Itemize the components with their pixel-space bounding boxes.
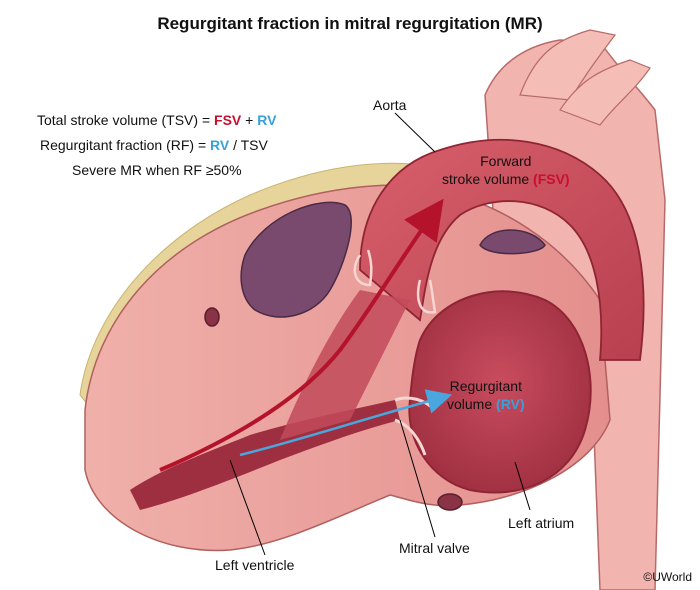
leader-left-atrium	[514, 461, 531, 511]
pulmonary-artery	[479, 229, 546, 255]
formula-tsv-prefix: Total stroke volume (TSV) =	[37, 112, 215, 128]
diagram-title: Regurgitant fraction in mitral regurgita…	[157, 14, 543, 33]
label-forward-line2-prefix: stroke volume	[442, 171, 534, 187]
aortic-valve-leaflet-2	[416, 279, 437, 314]
label-regurgitant-line1: Regurgitant	[449, 378, 522, 394]
coronary-vessel-left	[204, 307, 220, 327]
lv-cavity	[130, 400, 400, 510]
vessel-branch-2	[559, 59, 651, 126]
aorta	[359, 138, 645, 361]
right-ventricle	[240, 201, 352, 318]
label-regurgitant-volume: Regurgitant volume (RV)	[447, 377, 525, 413]
label-forward-fsv: (FSV)	[533, 171, 570, 187]
label-aorta: Aorta	[373, 97, 407, 113]
formula-tsv: Total stroke volume (TSV) = FSV + RV	[37, 112, 276, 128]
formula-tsv-rv: RV	[257, 112, 277, 128]
label-left-atrium: Left atrium	[508, 515, 575, 531]
coronary-vessel-bottom	[437, 493, 463, 511]
formula-tsv-plus: +	[241, 112, 258, 128]
leader-left-ventricle	[229, 459, 266, 556]
lv-outflow	[280, 290, 410, 440]
formula-rf-rv: RV	[210, 137, 230, 153]
regurgitant-flow-arrow	[239, 389, 453, 457]
label-mitral-valve: Mitral valve	[399, 540, 470, 556]
formula-rf: Regurgitant fraction (RF) = RV / TSV	[40, 137, 268, 153]
formula-tsv-fsv: FSV	[214, 112, 242, 128]
leader-aorta	[394, 112, 436, 153]
left-atrium	[408, 290, 592, 494]
leader-mitral-valve	[399, 419, 436, 538]
label-forward-line2: stroke volume (FSV)	[442, 170, 570, 188]
label-forward-stroke-volume: Forward stroke volume (FSV)	[442, 152, 570, 188]
label-regurgitant-line2: volume (RV)	[447, 395, 525, 413]
label-regurgitant-line2-prefix: volume	[447, 396, 497, 412]
copyright-notice: ©UWorld	[643, 570, 692, 584]
formula-severe: Severe MR when RF ≥50%	[72, 162, 242, 178]
forward-flow-arrow	[159, 198, 444, 472]
label-forward-line1: Forward	[480, 153, 532, 169]
vessel-branch-1	[519, 29, 617, 101]
label-left-ventricle: Left ventricle	[215, 557, 295, 573]
formula-rf-suffix: / TSV	[229, 137, 268, 153]
aortic-valve-leaflet-1	[353, 249, 373, 287]
formula-rf-prefix: Regurgitant fraction (RF) =	[40, 137, 211, 153]
label-regurgitant-rv: (RV)	[496, 396, 525, 412]
